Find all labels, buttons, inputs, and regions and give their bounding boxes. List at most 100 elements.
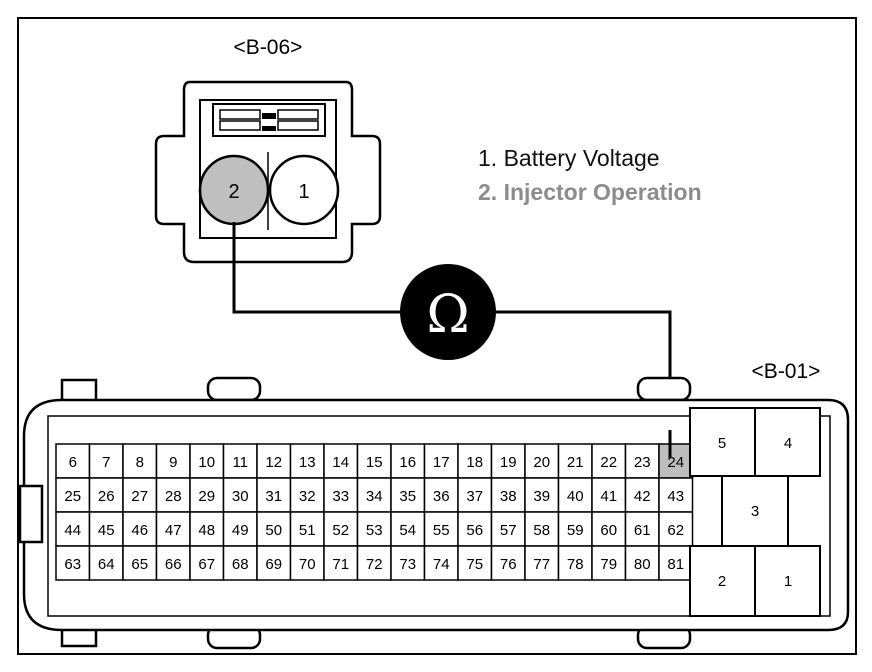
b01-pin-cell bbox=[356, 477, 392, 513]
b01-pin-label: 20 bbox=[533, 454, 550, 471]
b01-pin-label: 41 bbox=[600, 488, 617, 505]
b01-large-pin-2: 2 bbox=[718, 573, 726, 590]
b01-pin-label: 35 bbox=[399, 488, 416, 505]
b01-pin-cell bbox=[624, 545, 660, 581]
b01-pin-cell bbox=[423, 443, 459, 479]
b01-pin-label: 17 bbox=[433, 454, 450, 471]
b01-pin-label: 71 bbox=[332, 556, 349, 573]
b01-pin-label: 72 bbox=[366, 556, 383, 573]
b01-pin-label: 44 bbox=[64, 522, 81, 539]
b01-pin-label: 19 bbox=[500, 454, 517, 471]
connector-b01-label: <B-01> bbox=[752, 360, 821, 383]
b01-pin-cell bbox=[189, 443, 225, 479]
b01-pin-label: 64 bbox=[98, 556, 115, 573]
b01-pin-label: 25 bbox=[64, 488, 81, 505]
b01-pin-label: 69 bbox=[265, 556, 282, 573]
b06-pin-2-label: 2 bbox=[228, 181, 239, 203]
b01-pin-label: 52 bbox=[332, 522, 349, 539]
b01-pin-cell bbox=[189, 511, 225, 547]
b01-pin-cell bbox=[390, 545, 426, 581]
b01-pin-cell bbox=[256, 443, 292, 479]
b01-pin-label: 74 bbox=[433, 556, 450, 573]
b01-pin-label: 12 bbox=[265, 454, 282, 471]
b06-pin-1 bbox=[268, 154, 340, 226]
b01-pin-label: 33 bbox=[332, 488, 349, 505]
b01-pin-label: 62 bbox=[667, 522, 684, 539]
b01-pin-label: 36 bbox=[433, 488, 450, 505]
b01-pin-label: 54 bbox=[399, 522, 416, 539]
b01-pin-cell bbox=[490, 443, 526, 479]
b01-pin-label: 67 bbox=[198, 556, 215, 573]
b01-pin-label: 26 bbox=[98, 488, 115, 505]
b01-large-pin-4: 4 bbox=[784, 435, 792, 452]
b01-pin-cell bbox=[457, 443, 493, 479]
b01-large-pin-3: 3 bbox=[751, 503, 759, 520]
b01-pin-cell bbox=[557, 545, 593, 581]
b01-pin-cell bbox=[256, 545, 292, 581]
b01-pin-cell bbox=[557, 511, 593, 547]
b01-pin-label: 9 bbox=[169, 454, 177, 471]
b01-pin-cell bbox=[189, 545, 225, 581]
b06-latch bbox=[212, 103, 326, 137]
b01-pin-label: 59 bbox=[567, 522, 584, 539]
b01-pin-label: 39 bbox=[533, 488, 550, 505]
b01-pin-label: 8 bbox=[136, 454, 144, 471]
b01-pin-label: 27 bbox=[131, 488, 148, 505]
b01-pin-label: 42 bbox=[634, 488, 651, 505]
connector-b06-label: <B-06> bbox=[234, 36, 303, 59]
b01-pin-label: 66 bbox=[165, 556, 182, 573]
b01-pin-cell bbox=[122, 477, 158, 513]
test-lead-left bbox=[232, 222, 400, 314]
b01-pin-cell bbox=[323, 477, 359, 513]
b01-pin-label: 28 bbox=[165, 488, 182, 505]
b01-large-pin-5: 5 bbox=[718, 435, 726, 452]
b01-pin-cell bbox=[658, 511, 694, 547]
b01-pin-label: 55 bbox=[433, 522, 450, 539]
b01-pin-cell bbox=[624, 511, 660, 547]
b01-pin-cell bbox=[155, 511, 191, 547]
b01-pin-label: 29 bbox=[198, 488, 215, 505]
b01-pin-cell bbox=[122, 511, 158, 547]
b01-pin-label: 32 bbox=[299, 488, 316, 505]
b01-pin-label: 23 bbox=[634, 454, 651, 471]
b01-pin-label: 21 bbox=[567, 454, 584, 471]
b01-pin-cell bbox=[390, 443, 426, 479]
b01-pin-cell bbox=[323, 443, 359, 479]
b01-pin-cell bbox=[390, 477, 426, 513]
b01-pin-cell bbox=[624, 443, 660, 479]
connector-b06: 2 1 bbox=[154, 80, 382, 264]
b01-pin-label: 47 bbox=[165, 522, 182, 539]
b01-pin-label: 6 bbox=[69, 454, 77, 471]
b01-pin-label: 68 bbox=[232, 556, 249, 573]
b01-large-pin-1: 1 bbox=[784, 573, 792, 590]
b01-pin-cell bbox=[490, 511, 526, 547]
b01-pin-cell bbox=[122, 545, 158, 581]
b01-pin-label: 15 bbox=[366, 454, 383, 471]
b01-pin-cell bbox=[658, 443, 694, 479]
ohmmeter bbox=[400, 264, 496, 360]
b01-pin-label: 7 bbox=[102, 454, 110, 471]
legend-battery-voltage: 1. Battery Voltage bbox=[478, 145, 660, 171]
b01-pin-label: 46 bbox=[131, 522, 148, 539]
b01-pin-cell bbox=[289, 545, 325, 581]
b01-pin-label: 76 bbox=[500, 556, 517, 573]
b01-pin-label: 58 bbox=[533, 522, 550, 539]
b01-pin-label: 43 bbox=[667, 488, 684, 505]
diagram-frame bbox=[17, 17, 857, 655]
b01-pin-label: 22 bbox=[600, 454, 617, 471]
b01-pin-label: 78 bbox=[567, 556, 584, 573]
b01-pin-label: 16 bbox=[399, 454, 416, 471]
b01-pin-label: 75 bbox=[466, 556, 483, 573]
b01-pin-cell bbox=[122, 443, 158, 479]
legend-injector-operation: 2. Injector Operation bbox=[478, 179, 702, 205]
b01-pin-label: 48 bbox=[198, 522, 215, 539]
b01-pin-label: 40 bbox=[567, 488, 584, 505]
b01-pin-label: 45 bbox=[98, 522, 115, 539]
b01-pin-label: 18 bbox=[466, 454, 483, 471]
b01-pin-label: 60 bbox=[600, 522, 617, 539]
b01-pin-cell bbox=[490, 545, 526, 581]
b01-pin-label: 30 bbox=[232, 488, 249, 505]
b01-pin-cell bbox=[88, 545, 124, 581]
b01-pin-label: 77 bbox=[533, 556, 550, 573]
